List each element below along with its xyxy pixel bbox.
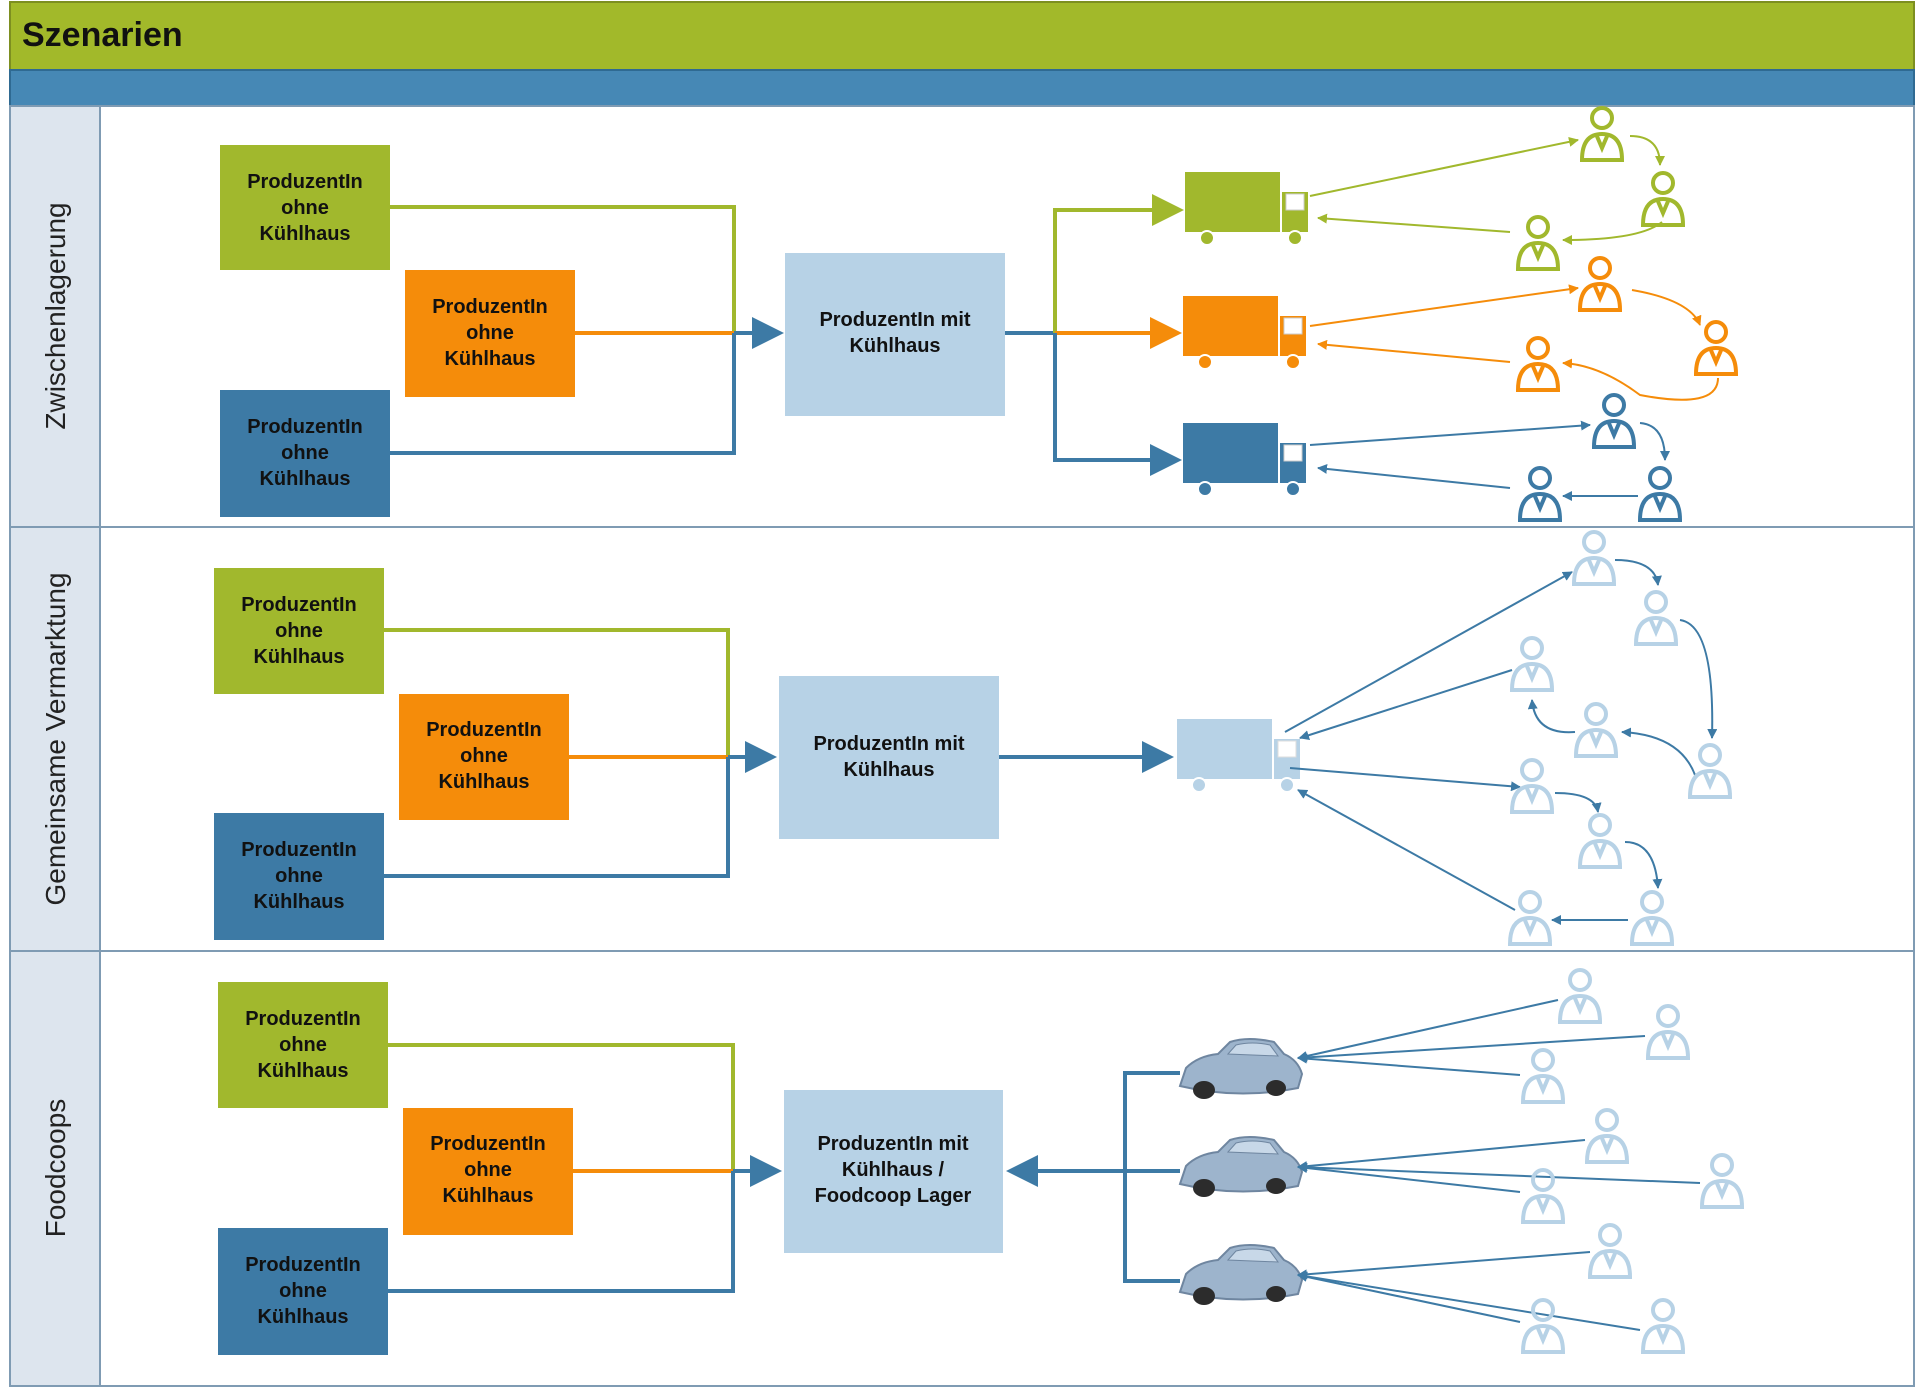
person-icon — [1517, 466, 1563, 522]
person-icon — [1520, 1298, 1566, 1354]
dispatch-line-green — [1053, 194, 1184, 333]
car-icon — [1178, 1244, 1304, 1305]
person-icon — [1557, 968, 1603, 1024]
flow-line-green — [390, 205, 736, 333]
person-icon — [1640, 1298, 1686, 1354]
car-icon — [1178, 1136, 1304, 1197]
person-icon — [1577, 813, 1623, 869]
person-icon — [1645, 1004, 1691, 1060]
lane-label-zwischenlagerung: Zwischenlagerung — [40, 202, 71, 429]
lane-label-gemeinsame-vermarktung: Gemeinsame Vermarktung — [40, 572, 71, 905]
person-icon — [1520, 1048, 1566, 1104]
collection-bracket — [1123, 1071, 1180, 1283]
person-icon — [1687, 743, 1733, 799]
person-icon — [1640, 171, 1686, 227]
producer-box-orange — [403, 1108, 573, 1235]
person-icon — [1577, 256, 1623, 312]
page-title: Szenarien — [22, 16, 183, 54]
producer-box-green — [218, 982, 388, 1108]
hub-box — [784, 1090, 1003, 1253]
person-icon — [1520, 1168, 1566, 1224]
title-bar — [9, 1, 1915, 71]
producer-box-green — [214, 568, 384, 694]
person-icon — [1573, 702, 1619, 758]
person-icon — [1633, 590, 1679, 646]
person-icon — [1515, 215, 1561, 271]
producer-box-blue — [218, 1228, 388, 1355]
person-icon — [1693, 320, 1739, 376]
person-icon — [1699, 1153, 1745, 1209]
producer-box-blue — [220, 390, 390, 517]
person-icon — [1509, 758, 1555, 814]
lane-label-foodcoops: Foodcoops — [40, 1099, 71, 1238]
person-icon — [1509, 636, 1555, 692]
person-icon — [1579, 106, 1625, 162]
person-icon — [1571, 530, 1617, 586]
person-icon — [1629, 890, 1675, 946]
person-icon — [1591, 393, 1637, 449]
hub-box — [785, 253, 1005, 416]
truck-icon — [1177, 719, 1300, 793]
dispatch-line-blue — [1053, 333, 1182, 476]
truck-icon — [1183, 423, 1306, 497]
producer-box-green — [220, 145, 390, 270]
person-icon — [1587, 1223, 1633, 1279]
producer-box-blue — [214, 813, 384, 940]
person-icon — [1515, 336, 1561, 392]
hub-box — [779, 676, 999, 839]
truck-icon — [1185, 172, 1308, 246]
flow-line-blue — [390, 333, 736, 455]
subheader-bar — [9, 69, 1915, 107]
producer-box-orange — [405, 270, 575, 397]
person-icon — [1584, 1108, 1630, 1164]
person-icon — [1507, 890, 1553, 946]
producer-box-orange — [399, 694, 569, 820]
person-icon — [1637, 466, 1683, 522]
truck-icon — [1183, 296, 1306, 370]
car-icon — [1178, 1038, 1304, 1099]
lane-frames — [9, 105, 1915, 1387]
